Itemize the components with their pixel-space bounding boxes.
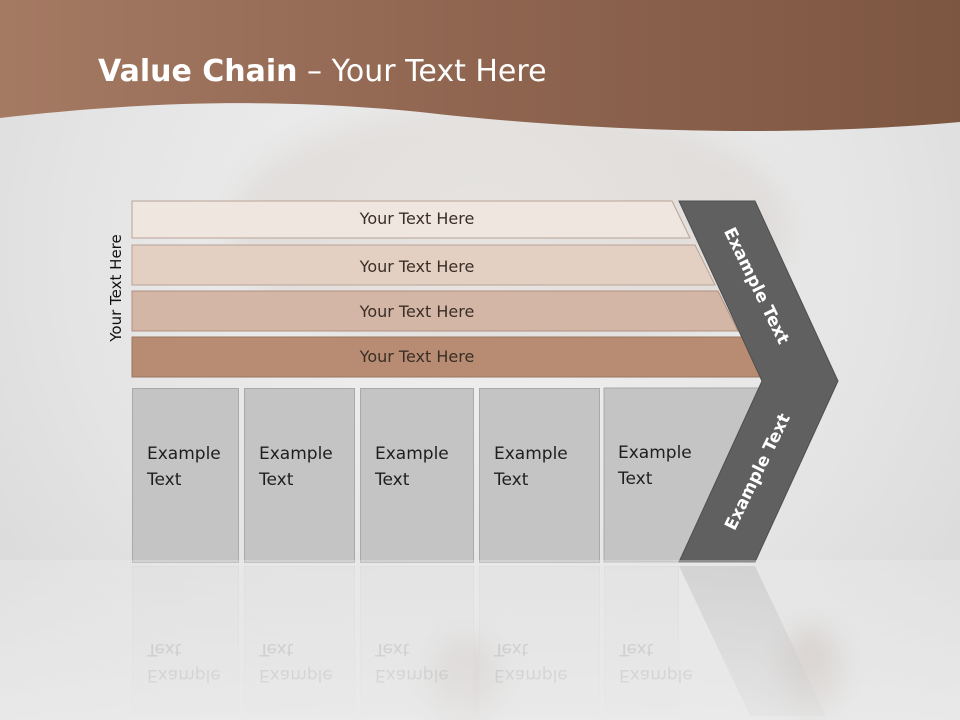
title-rest: – Your Text Here (297, 54, 547, 89)
activity-box-label: Example Text (618, 443, 692, 489)
activity-box-4: Example Text (479, 388, 600, 563)
bar-label-1: Your Text Here (359, 209, 475, 228)
page-title: Value Chain – Your Text Here (98, 54, 547, 89)
bar-label-4: Your Text Here (359, 347, 475, 366)
bar-label-2: Your Text Here (359, 257, 475, 276)
activity-box-label: Example Text (259, 444, 333, 490)
bar-shape-2 (131, 244, 716, 286)
activity-box-3: Example Text (360, 388, 474, 563)
activity-box-2: Example Text (244, 388, 355, 563)
bar-label-3: Your Text Here (359, 302, 475, 321)
activity-box-1: Example Text (132, 388, 239, 563)
bar-shape-1 (131, 200, 691, 239)
bar-shape-3 (131, 290, 739, 332)
activity-box-label: Example Text (147, 444, 221, 490)
chevron-reflection (679, 566, 838, 716)
boxes-reflection: Example Text Example Text Example Text E… (0, 566, 960, 716)
activity-box-label: Example Text (494, 444, 568, 490)
title-bold: Value Chain (98, 54, 298, 89)
header-band (0, 0, 960, 131)
activity-box-5: Example Text (604, 388, 692, 563)
activity-box-label: Example Text (375, 444, 449, 490)
